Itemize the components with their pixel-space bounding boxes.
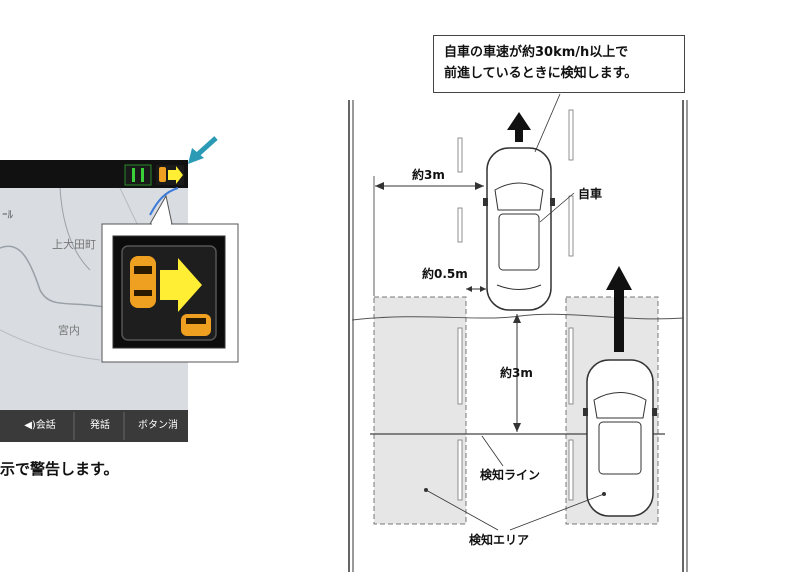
dim-back-label: 約3m [500,366,533,380]
softkey-voice-button[interactable]: 発話 [90,420,110,431]
callout-arrow-icon [188,136,218,164]
detect-area-label: 検知エリア [469,533,530,547]
softkey-bar [0,410,188,442]
callout-line1: 自車の車速が約30km/h以上で [444,45,629,60]
softkey-talk-button[interactable]: ◀)会話 [24,420,56,431]
speed-callout: 自車の車速が約30km/h以上で 前進しているときに検知します。 [433,35,685,93]
detect-area-left [373,296,467,525]
softkey-hide-button[interactable]: ボタン消 [138,420,178,431]
nav-screen [0,136,239,442]
map-place-label: 上大田町 [52,238,96,251]
detect-line-label: 検知ライン [480,468,541,482]
warning-caption: 示で警告します。 [0,460,119,478]
road-diagram [348,93,688,572]
callout-line2: 前進しているときに検知します。 [444,66,638,81]
warning-arrow-icon [160,258,202,312]
own-car [483,147,555,311]
map-place-label: 宮内 [58,324,80,337]
own-car-label: 自車 [578,187,603,201]
map-marker: ｰﾙ [2,208,13,221]
dim-half-label: 約0.5m [422,267,468,281]
lane-icon [124,164,152,186]
car-icon [583,359,657,517]
bsm-status-icon [156,165,184,185]
dim-side-label: 約3m [412,168,445,182]
